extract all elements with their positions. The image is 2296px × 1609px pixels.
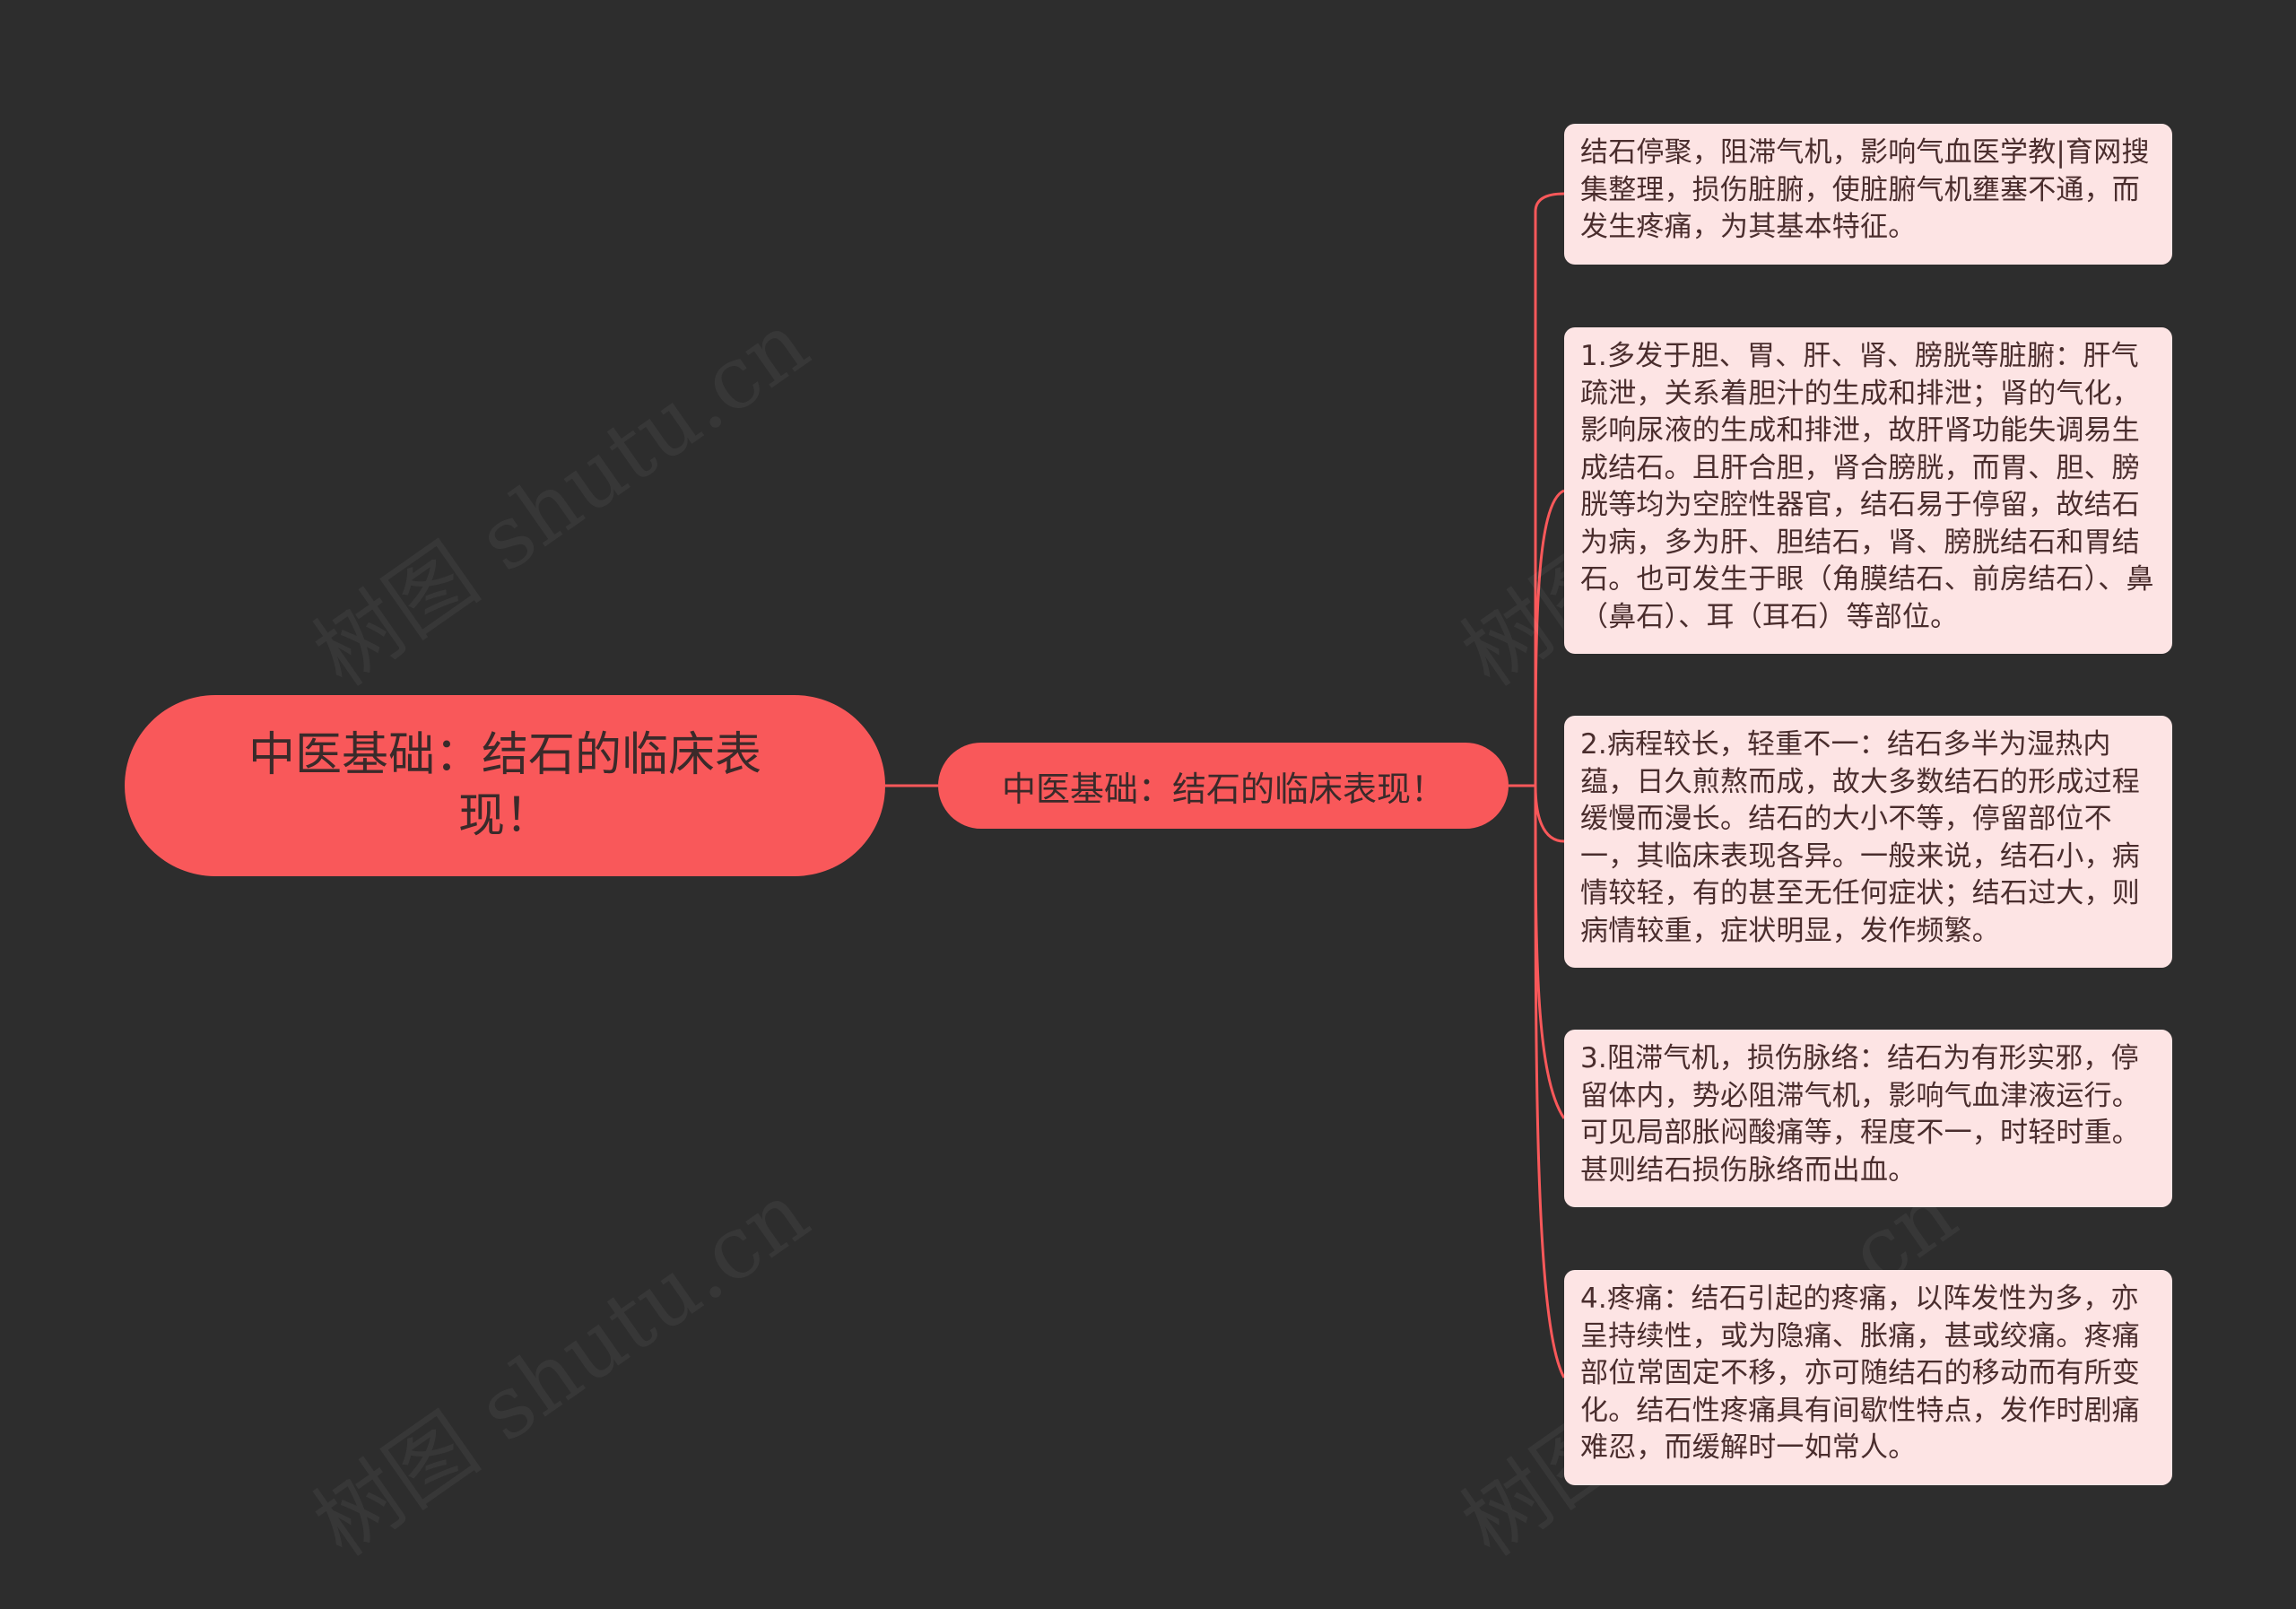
topic-to-leaf-connector bbox=[1534, 785, 1566, 1379]
leaf-node-4[interactable]: 4.疼痛：结石引起的疼痛，以阵发性为多，亦呈持续性，或为隐痛、胀痛，甚或绞痛。疼… bbox=[1564, 1270, 2172, 1485]
leaf-node-text: 4.疼痛：结石引起的疼痛，以阵发性为多，亦呈持续性，或为隐痛、胀痛，甚或绞痛。疼… bbox=[1580, 1283, 2140, 1464]
topic-node[interactable]: 中医基础：结石的临床表现！ bbox=[938, 743, 1509, 829]
leaf-node-1[interactable]: 1.多发于胆、胃、肝、肾、膀胱等脏腑：肝气疏泄，关系着胆汁的生成和排泄；肾的气化… bbox=[1564, 327, 2172, 654]
leaf-node-0[interactable]: 结石停聚，阻滞气机，影响气血医学教|育网搜集整理，损伤脏腑，使脏腑气机壅塞不通，… bbox=[1564, 124, 2172, 265]
leaf-node-text: 1.多发于胆、胃、肝、肾、膀胱等脏腑：肝气疏泄，关系着胆汁的生成和排泄；肾的气化… bbox=[1580, 340, 2154, 633]
topic-node-label: 中医基础：结石的临床表现！ bbox=[1001, 769, 1445, 809]
leaf-node-2[interactable]: 2.病程较长，轻重不一：结石多半为湿热内蕴，日久煎熬而成，故大多数结石的形成过程… bbox=[1564, 716, 2172, 968]
leaf-node-text: 结石停聚，阻滞气机，影响气血医学教|育网搜集整理，损伤脏腑，使脏腑气机壅塞不通，… bbox=[1580, 136, 2150, 243]
topic-to-leaf-connector bbox=[1534, 785, 1565, 843]
root-node-label: 中医基础：结石的临床表现！ bbox=[248, 728, 761, 843]
leaf-node-text: 2.病程较长，轻重不一：结石多半为湿热内蕴，日久煎熬而成，故大多数结石的形成过程… bbox=[1580, 728, 2140, 947]
topic-to-leaf-connector bbox=[1534, 489, 1565, 787]
root-node[interactable]: 中医基础：结石的临床表现！ bbox=[125, 695, 885, 876]
leaf-node-text: 3.阻滞气机，损伤脉络：结石为有形实邪，停留体内，势必阻滞气机，影响气血津液运行… bbox=[1580, 1042, 2140, 1187]
leaf-node-3[interactable]: 3.阻滞气机，损伤脉络：结石为有形实邪，停留体内，势必阻滞气机，影响气血津液运行… bbox=[1564, 1030, 2172, 1207]
